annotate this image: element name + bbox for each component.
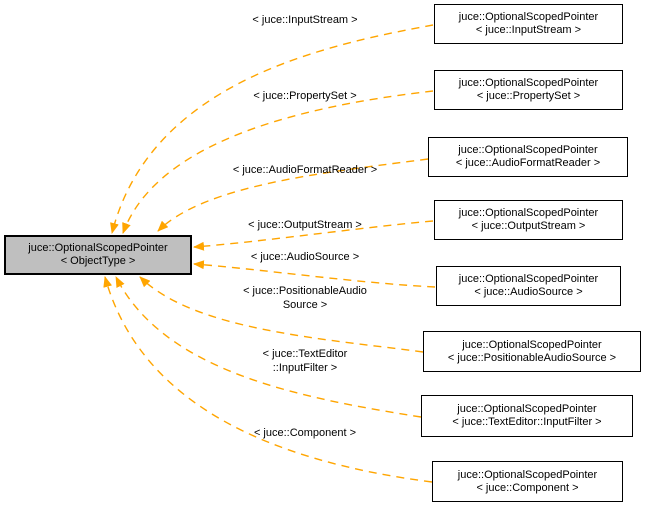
edge-label-outputstream: < juce::OutputStream >: [248, 219, 362, 231]
node-label-line2: < juce::AudioFormatReader >: [455, 157, 601, 169]
edge-label-audiosource: < juce::AudioSource >: [250, 251, 360, 263]
node-label-line2: < juce::PropertySet >: [476, 90, 581, 102]
node-inputstream-instance[interactable]: juce::OptionalScopedPointer < juce::Inpu…: [434, 4, 623, 44]
node-propertyset-instance[interactable]: juce::OptionalScopedPointer < juce::Prop…: [434, 70, 623, 110]
node-label-line1: juce::OptionalScopedPointer: [457, 468, 598, 481]
node-label-line1: juce::OptionalScopedPointer: [457, 403, 597, 415]
instantiation-edge-positionableaudiosource: [139, 276, 424, 353]
instantiation-edge-audioformatreader: [157, 158, 429, 232]
node-component-instance[interactable]: juce::OptionalScopedPointer < juce::Comp…: [432, 461, 623, 502]
node-label-line2: < ObjectType >: [60, 255, 136, 267]
instantiation-edge-texteditor-inputfilter: [115, 276, 422, 418]
edge-label-positionableaudiosource: < juce::PositionableAudio Source >: [243, 285, 367, 311]
node-label-line1: juce::OptionalScopedPointer: [458, 273, 599, 285]
node-label-line1: juce::OptionalScopedPointer: [458, 207, 599, 219]
node-label-line1: juce::OptionalScopedPointer: [458, 11, 599, 23]
node-label-line2: < juce::OutputStream >: [471, 220, 586, 232]
instantiation-edge-propertyset: [122, 90, 434, 234]
node-label-line1: juce::OptionalScopedPointer: [28, 242, 168, 254]
node-optionalscopedpointer-template: juce::OptionalScopedPointer < ObjectType…: [4, 235, 192, 275]
instantiation-edge-outputstream: [193, 220, 434, 251]
node-label-line2: < juce::PositionableAudioSource >: [447, 351, 617, 364]
node-audiosource-instance[interactable]: juce::OptionalScopedPointer < juce::Audi…: [436, 266, 621, 306]
node-label-line1: juce::OptionalScopedPointer: [458, 77, 599, 89]
node-outputstream-instance[interactable]: juce::OptionalScopedPointer < juce::Outp…: [434, 200, 623, 240]
edge-label-audioformatreader: < juce::AudioFormatReader >: [232, 164, 378, 176]
node-texteditor-inputfilter-instance[interactable]: juce::OptionalScopedPointer < juce::Text…: [421, 395, 633, 437]
edge-label-propertyset: < juce::PropertySet >: [253, 90, 357, 102]
node-label-line1: juce::OptionalScopedPointer: [462, 338, 602, 351]
edge-label-component: < juce::Component >: [253, 427, 357, 439]
node-audioformatreader-instance[interactable]: juce::OptionalScopedPointer < juce::Audi…: [428, 137, 628, 177]
edge-label-texteditor-inputfilter: < juce::TextEditor ::InputFilter >: [262, 348, 348, 374]
edge-label-inputstream: < juce::InputStream >: [252, 14, 358, 26]
node-label-line2: < juce::InputStream >: [475, 24, 582, 36]
node-positionableaudiosource-instance[interactable]: juce::OptionalScopedPointer < juce::Posi…: [423, 331, 641, 372]
node-label-line2: < juce::AudioSource >: [474, 286, 583, 298]
node-label-line2: < juce::Component >: [476, 481, 579, 494]
node-label-line2: < juce::TextEditor::InputFilter >: [452, 416, 602, 428]
node-label-line1: juce::OptionalScopedPointer: [458, 144, 598, 156]
instantiation-edge-inputstream: [110, 24, 434, 234]
instantiation-edge-audiosource: [193, 260, 436, 288]
